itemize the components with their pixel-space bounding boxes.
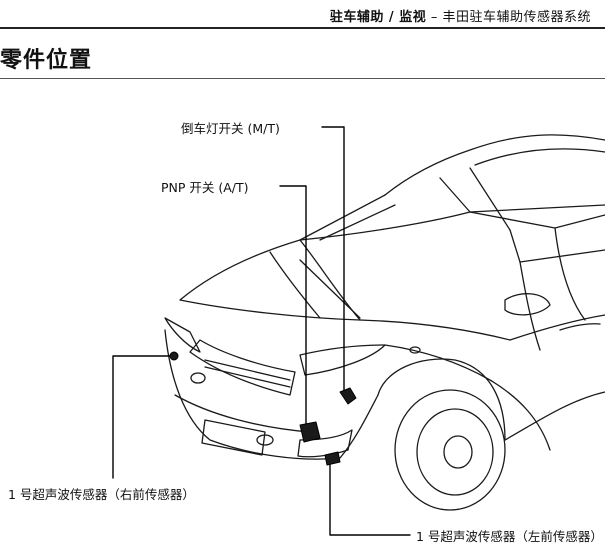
header-system-bold: 驻车辅助 / 监视	[329, 10, 427, 25]
callout-pnp-switch: PNP 开关 (A/T)	[161, 180, 249, 195]
hood	[179, 239, 511, 341]
leader-backup-switch	[321, 126, 345, 396]
pnp-switch-part	[299, 421, 321, 443]
header-divider	[0, 27, 605, 29]
header-separator: –	[430, 10, 438, 25]
header-system-name: 丰田驻车辅助传感器系统	[442, 10, 591, 25]
car-roof	[384, 134, 605, 196]
door-handle	[559, 323, 601, 331]
side-mirror	[504, 293, 551, 316]
backup-switch-part	[339, 387, 357, 405]
page-header: 驻车辅助 / 监视 – 丰田驻车辅助传感器系统	[0, 0, 605, 26]
car-roof-inner	[474, 148, 605, 166]
leader-pnp-switch	[279, 185, 307, 429]
front-fender	[384, 344, 551, 451]
front-wheel	[394, 389, 506, 511]
section-title: 零件位置	[0, 48, 93, 73]
side-marker	[409, 346, 421, 354]
side-window	[469, 211, 605, 229]
leader-right-sensor	[112, 355, 173, 479]
leader-left-sensor	[329, 459, 411, 536]
title-divider	[0, 78, 605, 79]
left-sensor-part	[324, 451, 341, 466]
windshield-inner	[319, 167, 511, 241]
front-wheel-arch	[377, 358, 506, 441]
right-sensor-part	[169, 351, 179, 361]
component-location-figure: 倒车灯开关 (M/T) PNP 开关 (A/T) 1 号超声波传感器（右前传感器…	[0, 80, 605, 552]
car-illustration	[112, 126, 605, 536]
callout-backup-switch: 倒车灯开关 (M/T)	[181, 121, 280, 136]
running-header: 驻车辅助 / 监视 – 丰田驻车辅助传感器系统	[330, 6, 591, 25]
license-plate	[201, 419, 266, 456]
callout-right-sensor: 1 号超声波传感器（右前传感器）	[8, 487, 195, 502]
fog-lamp	[256, 434, 274, 446]
windshield	[299, 194, 605, 241]
headlight-right	[164, 317, 201, 353]
toyota-emblem	[190, 372, 206, 384]
side-panel	[509, 314, 605, 341]
front-bumper	[164, 329, 379, 460]
callout-left-sensor: 1 号超声波传感器（左前传感器）	[416, 529, 603, 544]
headlight-left	[299, 344, 386, 376]
grille	[189, 339, 296, 396]
wiper	[299, 259, 361, 319]
lower-intake	[297, 429, 353, 458]
